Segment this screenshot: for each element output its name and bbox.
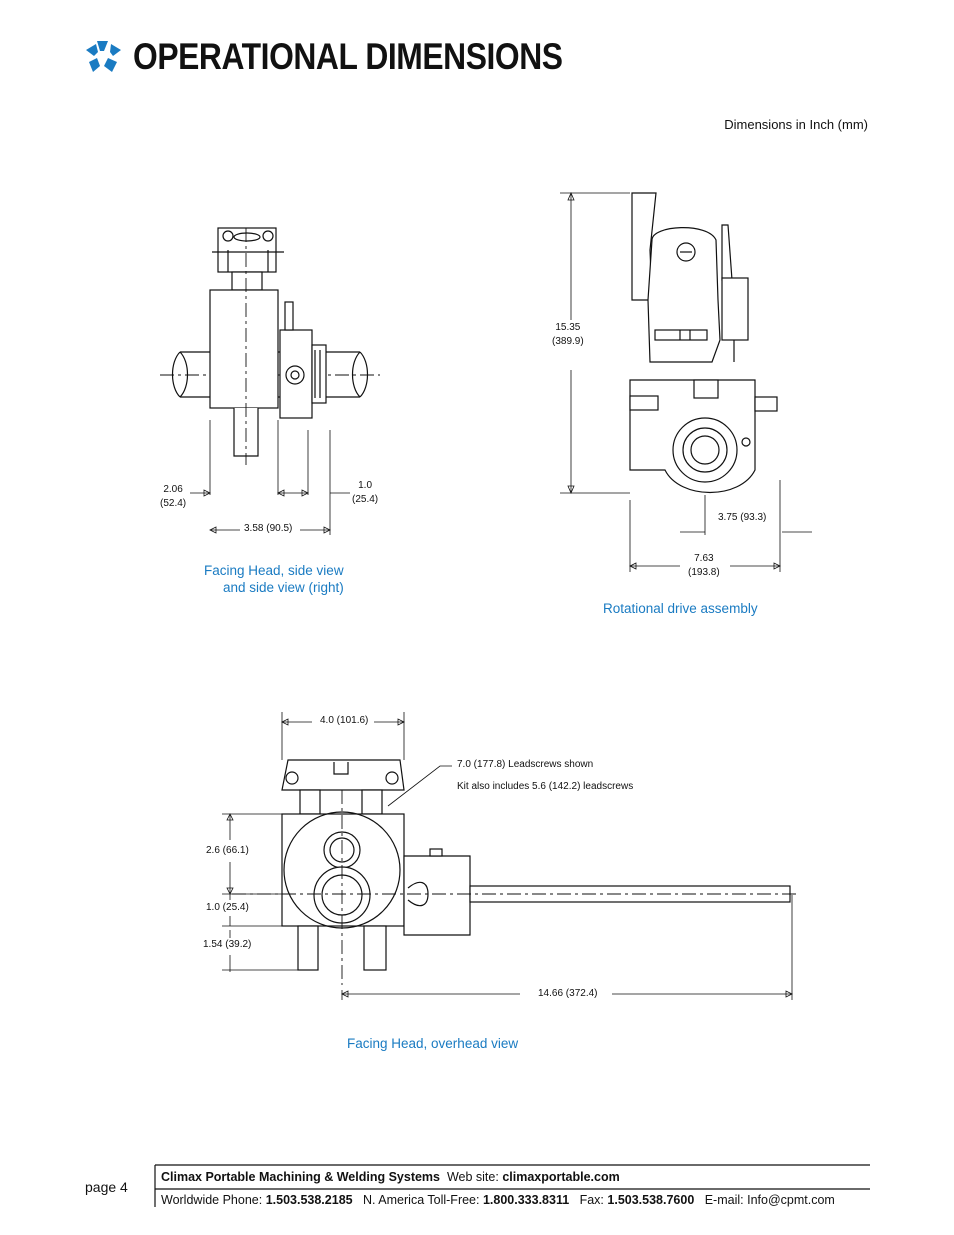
dim-overhead-1-0: 1.0 (25.4): [206, 902, 249, 913]
rotational-drive-assembly: [560, 191, 812, 572]
dim-side-1-0: 1.0 (25.4): [352, 480, 379, 505]
dim-drive-offset: 3.75 (93.3): [718, 512, 767, 523]
dim-overhead-length: 14.66 (372.4): [538, 988, 598, 999]
leadscrews-note-1: 7.0 (177.8) Leadscrews shown: [457, 759, 594, 770]
dim-overhead-1-54: 1.54 (39.2): [203, 939, 252, 950]
dim-overhead-2-6: 2.6 (66.1): [206, 845, 249, 856]
page-title: OPERATIONAL DIMENSIONS: [133, 36, 563, 77]
footer-email-link[interactable]: Info@cpmt.com: [747, 1193, 835, 1207]
page-number: page 4: [85, 1179, 128, 1195]
footer-contact-line: Worldwide Phone: 1.503.538.2185 N. Ameri…: [161, 1193, 835, 1207]
caption-rotational-drive: Rotational drive assembly: [603, 601, 758, 616]
facing-head-side-view: [160, 227, 380, 535]
dim-drive-width: 7.63 (193.8): [688, 553, 720, 578]
footer-website-link[interactable]: climaxportable.com: [502, 1170, 620, 1184]
dim-side-3-58: 3.58 (90.5): [244, 523, 293, 534]
caption-facing-head-side: Facing Head, side view and side view (ri…: [204, 563, 344, 595]
facing-head-overhead-view: [222, 712, 800, 1000]
dim-side-2-06: 2.06 (52.4): [160, 484, 187, 509]
leadscrews-note-2: Kit also includes 5.6 (142.2) leadscrews: [457, 781, 634, 792]
dim-overhead-top-width: 4.0 (101.6): [320, 715, 369, 726]
caption-facing-head-overhead: Facing Head, overhead view: [347, 1036, 519, 1051]
footer-company-line: Climax Portable Machining & Welding Syst…: [161, 1170, 620, 1184]
dim-drive-height: 15.35 (389.9): [552, 322, 584, 347]
units-note: Dimensions in Inch (mm): [724, 117, 868, 132]
